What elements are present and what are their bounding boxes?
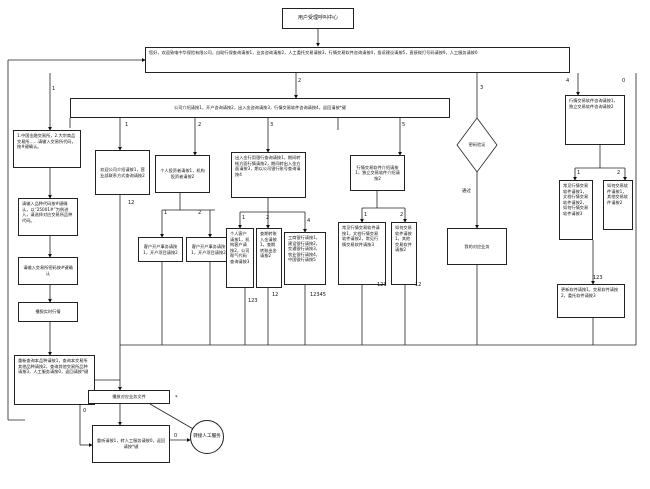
bank-select-box: 工商银行请按1，建设银行请按2，交通银行请按3，农业银行请按4，中国银行请按5 (284, 232, 326, 285)
title-box: 用户受理呼叫中心 (282, 8, 354, 29)
edge-label-0b: 0 (83, 408, 87, 414)
edge-label-4: 4 (566, 78, 570, 84)
exchange-input-box: 1.中国金融交易所，2.大宗商品交易所……请输入交易所代码，按#键确认。 (13, 130, 81, 168)
edge-label-g1: 1 (577, 170, 581, 176)
password-box: 请输入交易所密码按#键确认 (18, 257, 78, 285)
transfer-agent-circle: 转接人工服务 (190, 420, 224, 454)
edge-label-e4: 4 (307, 218, 311, 224)
edge-label-d2: 2 (198, 210, 202, 216)
edge-label-12a: 12 (128, 200, 135, 206)
edge-label-0c: 0 (174, 433, 178, 439)
transfer-box: 查期转账入金请按1，查期转账出金请按2 (256, 228, 282, 288)
deposit-query-box: 出入金行用银行查询请按1，期间转帐方面行情请按2，期间转出入金方面请按3，期以公… (231, 152, 306, 198)
edge-label-12c: 12 (415, 282, 422, 288)
edge-label-123c: 123 (593, 275, 603, 281)
edge-label-123b: 123 (377, 282, 387, 288)
edge-label-0: 0 (622, 78, 626, 84)
edge-label-12b: 12 (272, 292, 279, 298)
edge-label-c2: 2 (198, 122, 202, 128)
company-intro-box: 欢迎公司介绍请按1，营业部联系方式查询请按2 (95, 150, 150, 195)
edge-label-3: 3 (480, 85, 484, 91)
edge-label-d1: 1 (164, 210, 168, 216)
software-intro-box: 行情交易软件介绍请按1，独立交易软件介绍请按2 (350, 155, 405, 191)
edge-label-12345: 12345 (310, 292, 326, 298)
product-code-box: 请输入品种代码按#键确认，以“25001#”为例进入，请选择对应交易所品种代码。 (18, 198, 78, 236)
business-box: 我的对应业务 (447, 228, 507, 265)
right-software-box: 行情交易软件咨询请按1，独立交易软件咨询请按2 (565, 95, 625, 145)
software-right-box: 如何交易软件请按1，其他交易软件请按2 (391, 222, 417, 285)
edge-label-1: 1 (52, 86, 56, 92)
verify-label: 密码验证 (468, 142, 486, 147)
right-right-box: 如何交易软件请按1，其他交易软件请按2 (603, 180, 633, 230)
play-file-box: 播放对应业务文件 (88, 390, 170, 404)
edge-label-123a: 123 (248, 298, 258, 304)
edge-label-2: 2 (298, 78, 302, 84)
requery-box: 重新查询本品种请按1，查询本交易所其他品种请按2，查询其他交易所品种请按3，人工… (14, 355, 95, 405)
edge-label-c1: 1 (125, 122, 129, 128)
verify-diamond (456, 117, 498, 173)
right-bottom-box: 更新软件请按1，交易软件请按2，委托软件请按3 (557, 284, 625, 318)
edge-label-f1: 1 (364, 212, 368, 218)
investor-type-box: 个人投资者请按1，机构投资者请按2 (155, 155, 210, 193)
edge-label-e1: 1 (242, 215, 246, 221)
edge-label-g2: 2 (617, 170, 621, 176)
client-type-box: 个人客户请按1，机构客户请按2，公司帮气代码查询请按3 (226, 228, 254, 288)
edge-label-c3: 3 (270, 122, 274, 128)
replay-box: 重听请按1，转人工服务请按0，返回请按*键 (92, 425, 170, 463)
pass-label: 通过 (462, 189, 471, 194)
software-left-box: 常见行情交易软件请按1，文档行情交易软件请按2，常见行情交易软件请按3 (338, 222, 386, 285)
edge-label-star: * (175, 395, 178, 401)
edge-label-f2: 2 (400, 212, 404, 218)
right-left-box: 常见行情交易软件请按1，文档行情交易软件请按2，如何行情交易软件请按3 (559, 180, 593, 240)
edge-label-e2: 2 (266, 215, 270, 221)
edge-label-c5: 5 (402, 122, 406, 128)
sub-menu-box: 公司介绍请按1，开户咨询请按2，出入金咨询请按3，行情交易软件咨询请按4，返回请… (70, 98, 450, 118)
open-account-right-box: 客户开户事务请按1，开户项目请按2 (186, 237, 231, 262)
open-account-left-box: 客户开户事务请按1，开户项目请按2 (138, 237, 183, 262)
quote-box: 播报实时行情 (18, 302, 78, 322)
main-menu-box: 您好，欢迎致电中华保险有限公司，自助行保查询请按1，业务咨询请按2，人工委托交易… (145, 47, 570, 73)
